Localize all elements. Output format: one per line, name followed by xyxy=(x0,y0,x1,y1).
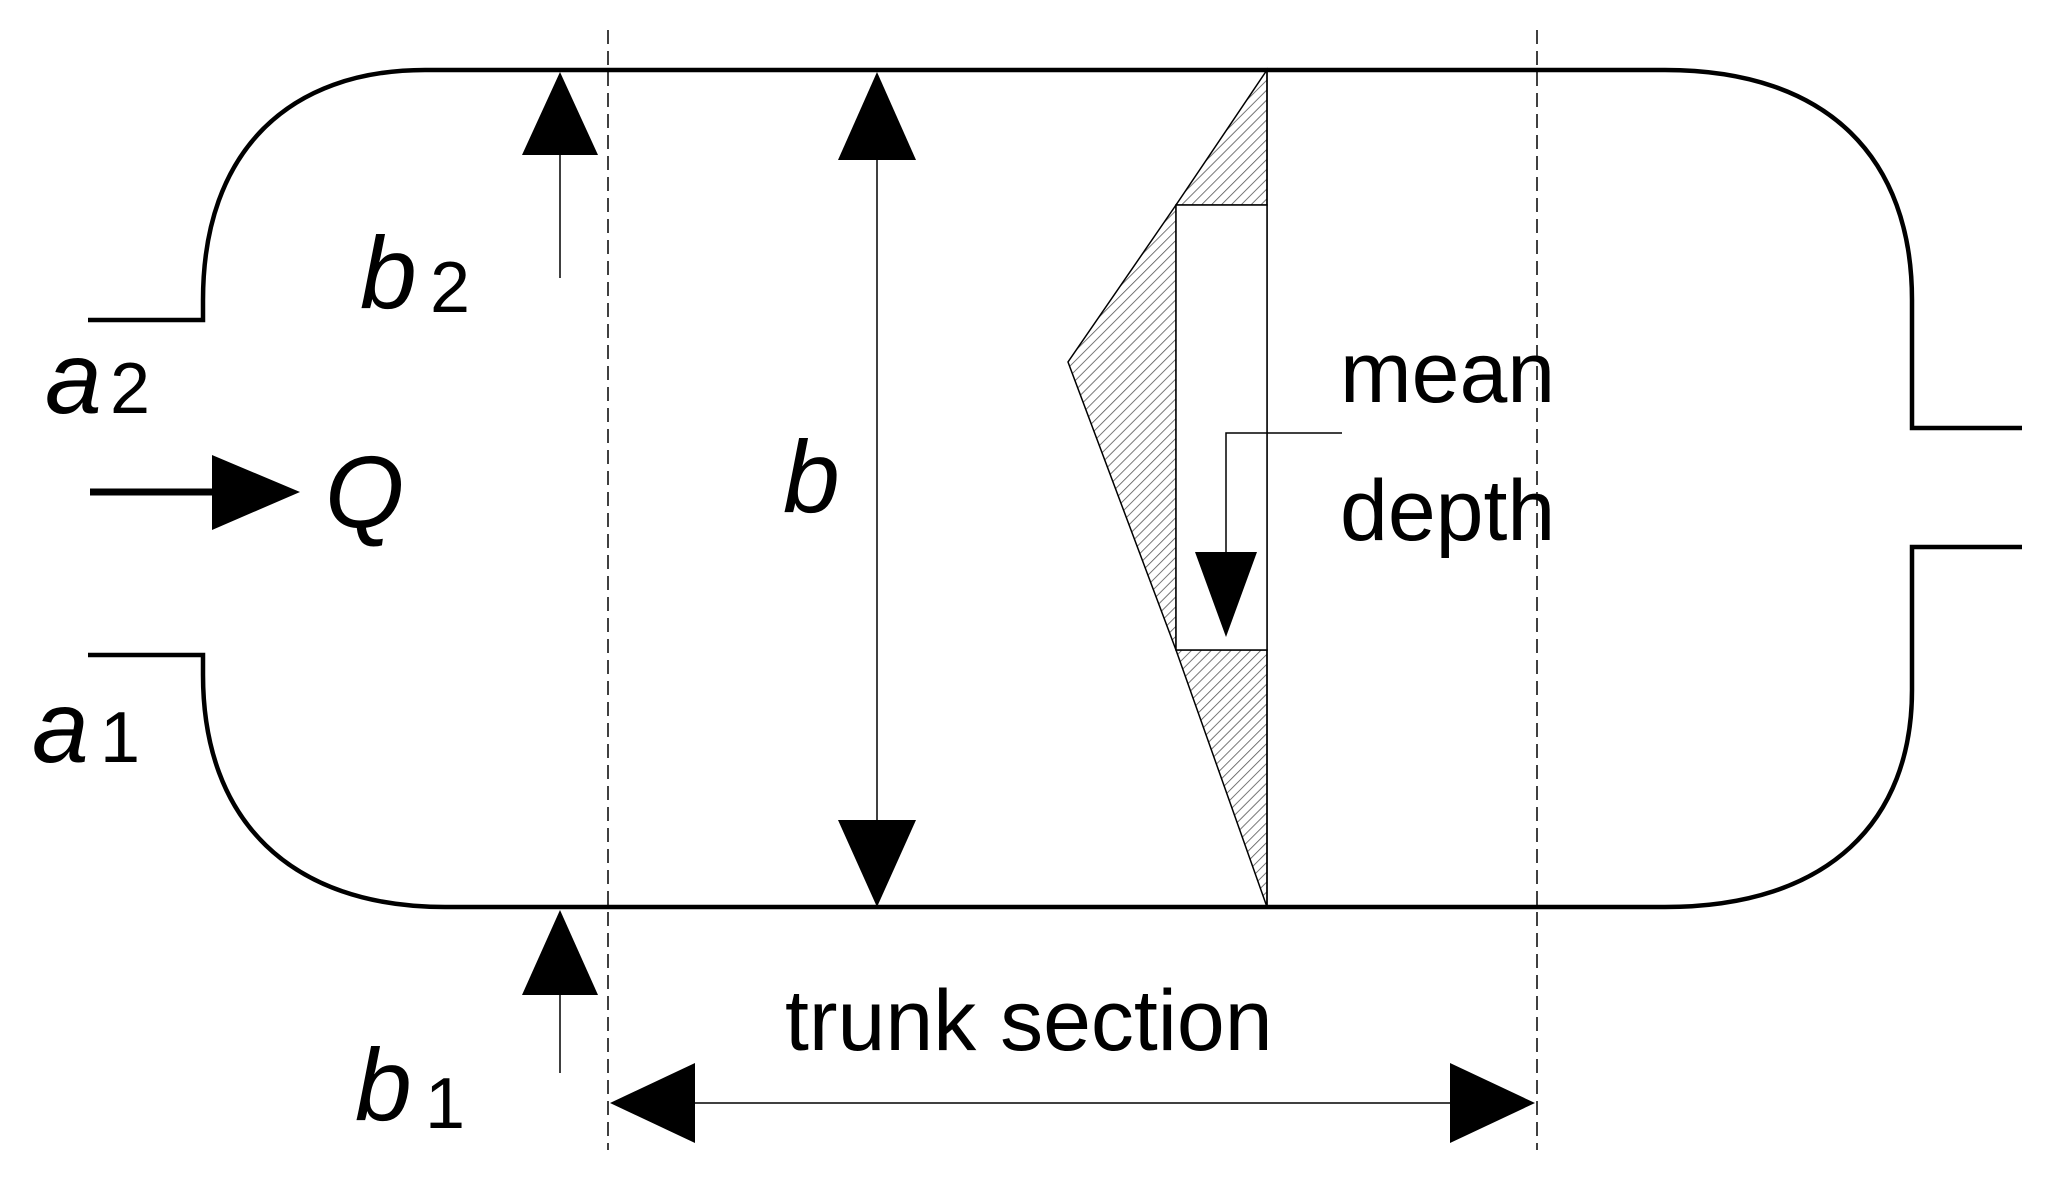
label-b1-sub: 1 xyxy=(425,1064,465,1144)
label-trunk-section: trunk section xyxy=(785,973,1273,1069)
channel-outline xyxy=(88,67,2022,431)
label-a1-sub: 1 xyxy=(100,698,140,778)
label-depth: depth xyxy=(1340,463,1555,559)
trunk-section-arrow xyxy=(610,1063,1535,1143)
b1-arrow xyxy=(522,910,598,1073)
label-a2: a xyxy=(45,321,102,435)
label-b2-sub: 2 xyxy=(430,248,470,328)
mean-depth-arrow xyxy=(1195,432,1342,637)
label-a1: a xyxy=(32,670,89,784)
label-b1: b xyxy=(355,1028,412,1142)
label-b2: b xyxy=(360,216,417,330)
channel-outline-lower xyxy=(88,544,2022,910)
b-dimension-arrow xyxy=(838,72,916,907)
inflow-arrow xyxy=(90,455,300,530)
label-mean: mean xyxy=(1340,325,1555,421)
b2-arrow xyxy=(522,72,598,278)
label-Q: Q xyxy=(325,435,404,549)
label-a2-sub: 2 xyxy=(110,349,150,429)
depth-profile xyxy=(1067,67,1268,908)
label-b: b xyxy=(783,420,840,534)
